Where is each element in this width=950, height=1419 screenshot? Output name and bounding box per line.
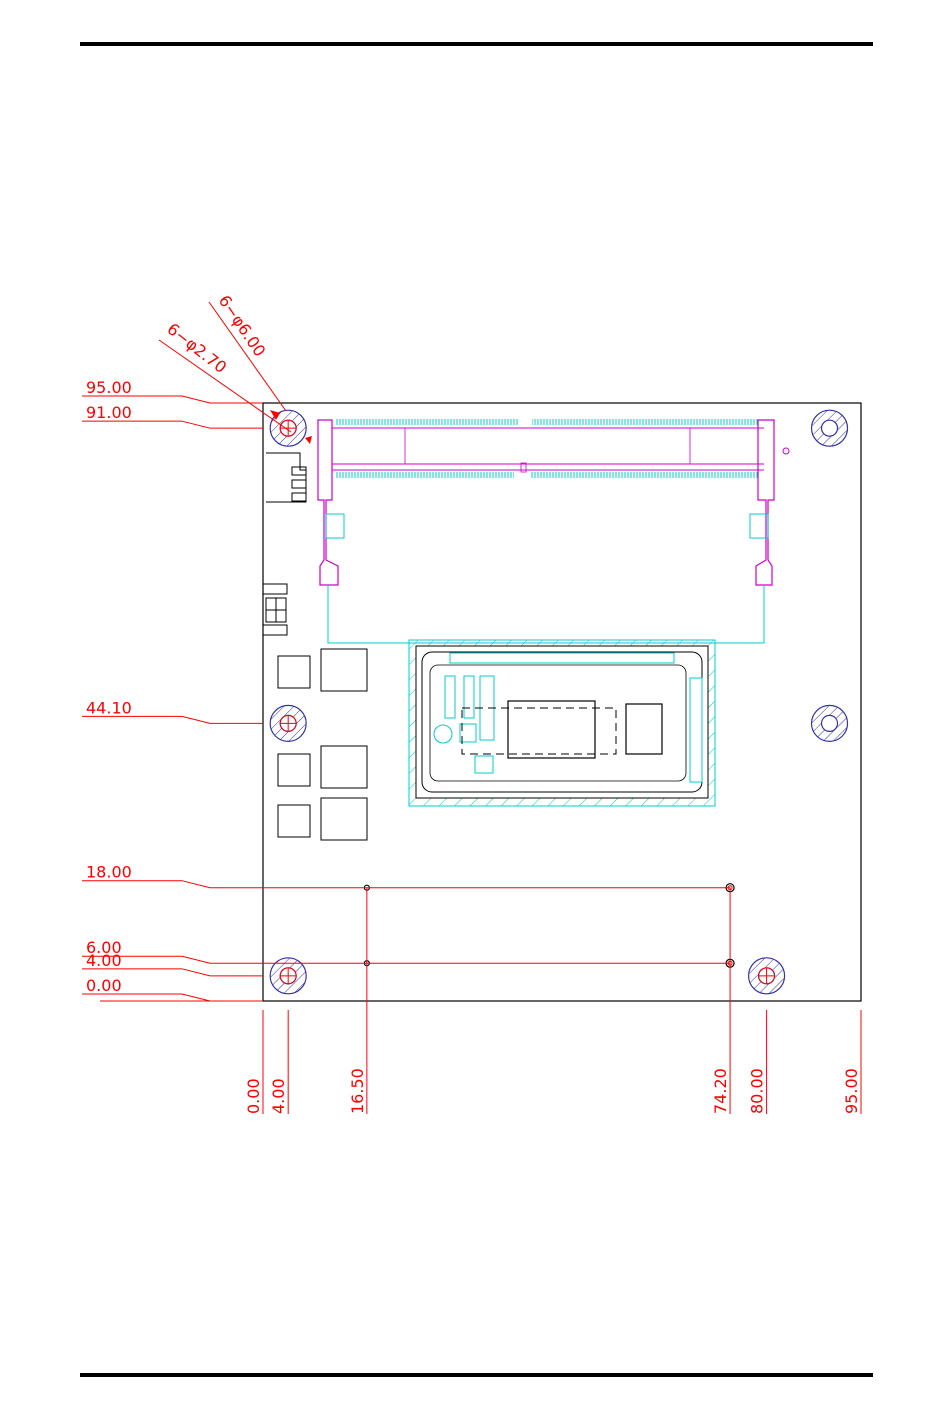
dim-y-label: 91.00 (86, 403, 132, 422)
dim-x-label: 80.00 (748, 1068, 767, 1114)
dim-y-label: 44.10 (86, 698, 132, 717)
dim-x-label: 4.00 (269, 1078, 288, 1114)
dim-x-label: 16.50 (348, 1068, 367, 1114)
edge-connector (266, 453, 306, 502)
dim-y-label: 18.00 (86, 863, 132, 882)
sodimm-socket (318, 419, 789, 643)
dim-x-label: 74.20 (711, 1068, 730, 1114)
mount-hole-middle-left (270, 705, 306, 741)
dim-y-label: 95.00 (86, 378, 132, 397)
pads (364, 884, 734, 968)
hole-inner-callout: 6−φ2.70 (164, 319, 231, 377)
hole-outer-callout: 6−φ6.00 (215, 292, 270, 360)
dim-x-label: 0.00 (244, 1078, 263, 1114)
soc-package (409, 640, 715, 806)
dim-x-label: 95.00 (842, 1068, 861, 1114)
dim-y-label: 4.00 (86, 951, 122, 970)
inductors (278, 649, 367, 840)
mount-hole-bottom-right (749, 958, 785, 994)
mount-hole-top-right (812, 410, 848, 446)
mount-hole-middle-right (812, 705, 848, 741)
dim-y-label: 0.00 (86, 976, 122, 995)
small-ic (263, 584, 287, 635)
